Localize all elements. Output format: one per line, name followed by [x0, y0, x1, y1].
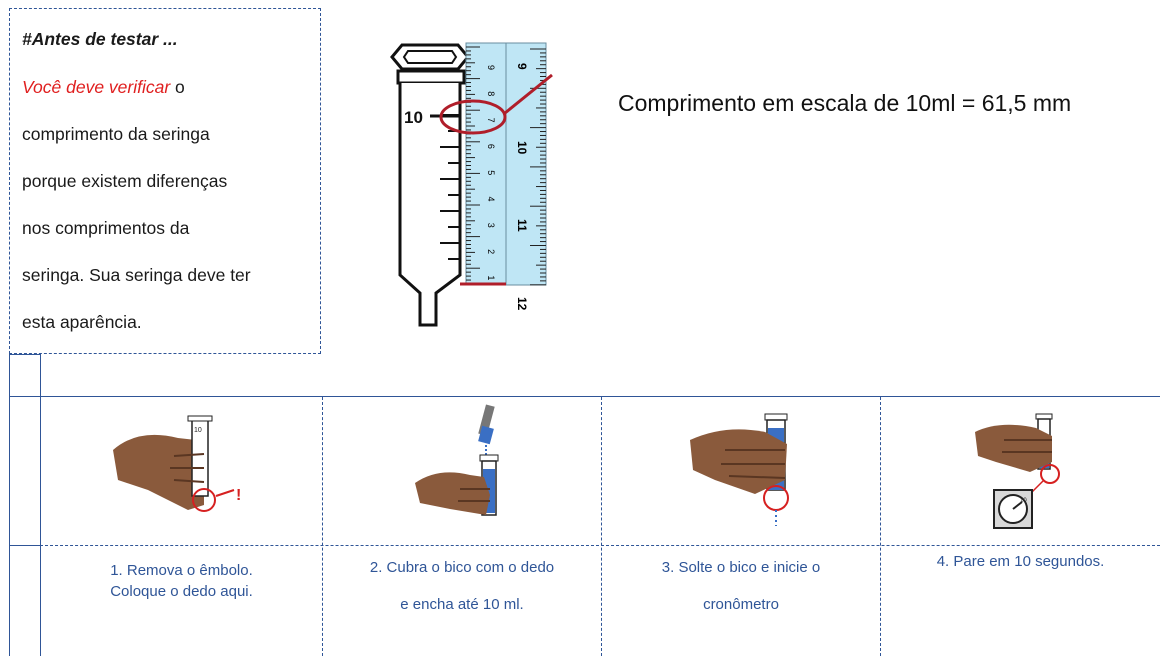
ruler-mm-label: 6 — [486, 144, 496, 149]
ruler-cm-label: 11 — [515, 219, 529, 232]
step-3-text: 3. Solte o bico e inicie o cronômetro — [602, 549, 880, 623]
note-box: #Antes de testar ... Você deve verificar… — [9, 8, 321, 354]
syringe-ruler-figure: 10 9 8 7 6 5 4 3 2 1 9 10 11 12 — [390, 42, 553, 327]
ruler-ticks — [466, 46, 546, 286]
syringe-mark-label: 10 — [404, 108, 423, 127]
ruler-cm-label: 12 — [515, 297, 529, 311]
ruler-mm-label: 2 — [486, 249, 496, 254]
table-inner-border — [40, 354, 41, 656]
svg-text:10: 10 — [1020, 498, 1027, 504]
note-line-4: nos comprimentos da — [22, 218, 190, 238]
ruler-mm-label: 3 — [486, 223, 496, 228]
svg-text:10: 10 — [194, 427, 202, 434]
ruler-mm-label: 4 — [486, 197, 496, 202]
syringe-stopwatch-icon: 10 — [975, 413, 1060, 529]
table-corner-top — [9, 354, 41, 355]
ruler-mm-label: 8 — [486, 91, 496, 96]
note-line-3: porque existem diferenças — [22, 171, 228, 191]
syringe-finger-icon: 10 ! — [113, 415, 241, 512]
note-title: #Antes de testar ... — [22, 29, 178, 49]
note-line-6: esta aparência. — [22, 312, 142, 332]
step-3-line-2: cronômetro — [703, 596, 779, 613]
step-1-text: 1. Remova o êmbolo. Coloque o dedo aqui. — [41, 560, 322, 602]
table-top-rule — [9, 396, 1160, 397]
syringe-release-icon — [690, 413, 789, 526]
ruler-cm-label: 9 — [515, 63, 529, 70]
ruler-mm-labels: 9 8 7 6 5 4 3 2 1 — [486, 65, 496, 280]
step-2-line-1: 2. Cubra o bico com o dedo — [369, 559, 555, 576]
step-1-line-2: Coloque o dedo aqui. — [110, 583, 253, 600]
step-4-text: 4. Pare em 10 segundos. — [881, 549, 1160, 575]
length-caption: Comprimento em escala de 10ml = 61,5 mm — [618, 90, 1072, 116]
note-line-5: seringa. Sua seringa deve ter — [22, 265, 251, 285]
step-3-line-1: 3. Solte o bico e inicie o — [661, 559, 821, 576]
svg-text:!: ! — [236, 487, 241, 504]
note-highlight: Você deve verificar — [22, 77, 171, 97]
step-1-line-1: 1. Remova o êmbolo. — [110, 562, 253, 579]
step-2-line-2: e encha até 10 ml. — [400, 596, 524, 613]
ruler-cm-label: 10 — [515, 141, 529, 155]
measure-highlight-circle — [439, 99, 507, 135]
syringe-fill-icon — [415, 404, 499, 516]
ruler-mm-label: 5 — [486, 170, 496, 175]
ruler-mm-label: 1 — [486, 275, 496, 280]
note-line-2: comprimento da seringa — [22, 124, 210, 144]
table-mid-rule — [40, 545, 1160, 546]
step-4-line-1: 4. Pare em 10 segundos. — [936, 553, 1105, 570]
ruler-mm-label: 7 — [486, 118, 496, 123]
ruler-cm-labels: 9 10 11 12 — [515, 63, 529, 311]
table-left-border — [9, 354, 10, 656]
ruler-mm-label: 9 — [486, 65, 496, 70]
step-2-text: 2. Cubra o bico com o dedo e encha até 1… — [323, 549, 601, 623]
note-line-1-rest: o — [170, 77, 185, 97]
note-line-1: Você deve verificar o — [22, 77, 185, 97]
